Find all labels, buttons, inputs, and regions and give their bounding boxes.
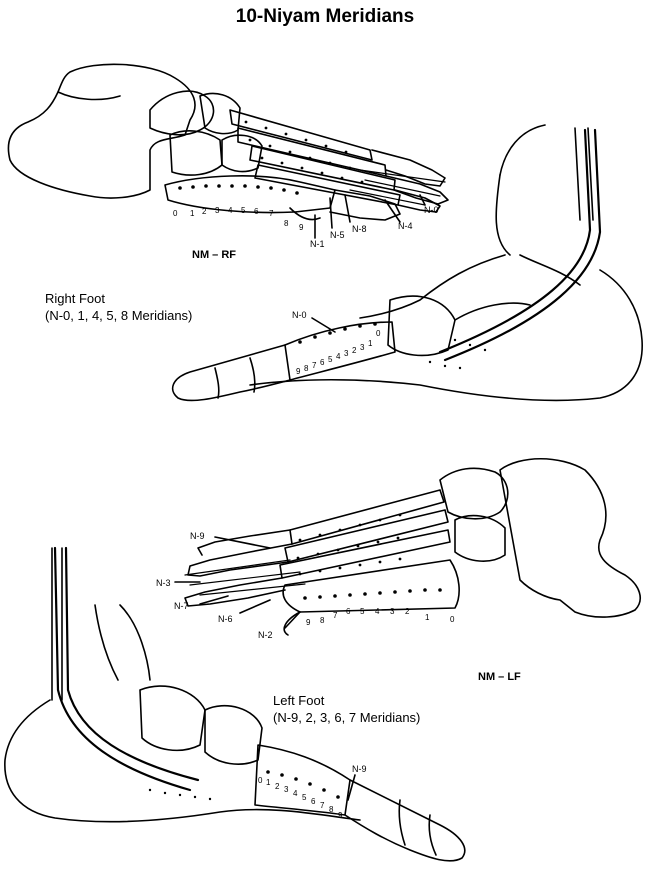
left-foot-caption: Left Foot (N-9, 2, 3, 6, 7 Meridians) [273, 692, 420, 726]
left-foot-caption-title: Left Foot [273, 693, 325, 708]
lf-top-num: 2 [405, 607, 410, 616]
rf-side-num: 7 [312, 361, 317, 370]
lf-side-num: 8 [329, 805, 334, 814]
left-foot-caption-list: (N-9, 2, 3, 6, 7 Meridians) [273, 710, 421, 725]
lf-label-n2: N-2 [258, 630, 273, 640]
rf-side-num: 6 [320, 358, 325, 367]
lf-top-num: 6 [346, 607, 351, 616]
rf-top-num: 2 [202, 207, 207, 216]
rf-side-num: 2 [352, 346, 357, 355]
rf-side-num: 1 [368, 339, 373, 348]
rf-top-num: 1 [190, 209, 195, 218]
lf-side-num: 2 [275, 782, 280, 791]
rf-side-num: 5 [328, 355, 333, 364]
rf-side-num: 3 [344, 349, 349, 358]
lf-top-num: 5 [360, 607, 365, 616]
rf-side-num: 0 [376, 329, 381, 338]
lf-top-num: 3 [390, 607, 395, 616]
rf-label-n8: N-8 [352, 224, 367, 234]
lf-label-n6: N-6 [218, 614, 233, 624]
lf-side-num: 1 [266, 778, 271, 787]
right-foot-side-view [171, 124, 643, 402]
lf-top-num: 7 [333, 611, 338, 620]
lf-side-num: 3 [284, 785, 289, 794]
rf-label-n1: N-1 [310, 239, 325, 249]
left-foot-labels: N-9 N-3 N-7 N-6 N-2 9 8 7 6 5 4 3 2 1 0 … [156, 531, 455, 820]
lf-side-num: 4 [293, 789, 298, 798]
lf-side-num: 9 [338, 811, 343, 820]
rf-top-num: 7 [269, 209, 274, 218]
rf-side-num: 9 [296, 367, 301, 376]
lf-top-num: 9 [306, 618, 311, 627]
lf-side-num: 5 [302, 793, 307, 802]
rf-label-n5: N-5 [330, 230, 345, 240]
right-foot-caption-title: Right Foot [45, 291, 105, 306]
rf-side-label-n0: N-0 [292, 310, 307, 320]
lf-label-n3: N-3 [156, 578, 171, 588]
lf-side-num: 7 [320, 801, 325, 810]
rf-top-num: 9 [299, 223, 304, 232]
rf-top-num: 4 [228, 206, 233, 215]
rf-side-num: 3 [360, 343, 365, 352]
rf-top-num: 6 [254, 207, 259, 216]
rf-label-n4: N-4 [398, 221, 413, 231]
figure-title: 10-Niyam Meridians [235, 6, 415, 27]
lf-label-n9: N-9 [190, 531, 205, 541]
lf-top-num: 0 [450, 615, 455, 624]
right-foot-top-view [7, 63, 449, 239]
rf-top-num: 3 [215, 206, 220, 215]
left-foot-tag: NM – LF [478, 671, 521, 683]
right-foot-caption: Right Foot (N-0, 1, 4, 5, 8 Meridians) [45, 290, 192, 324]
right-foot-caption-list: (N-0, 1, 4, 5, 8 Meridians) [45, 308, 193, 323]
lf-label-n7: N-7 [174, 601, 189, 611]
rf-top-num: 5 [241, 206, 246, 215]
lf-top-num: 1 [425, 613, 430, 622]
rf-top-num: 8 [284, 219, 289, 228]
lf-top-num: 4 [375, 607, 380, 616]
lf-side-label-n9: N-9 [352, 764, 367, 774]
lf-side-num: 0 [258, 776, 263, 785]
rf-side-num: 4 [336, 352, 341, 361]
rf-side-num: 8 [304, 364, 309, 373]
right-foot-tag: NM – RF [192, 249, 236, 261]
rf-label-n0: N-0 [424, 205, 439, 215]
left-foot-top-view [174, 457, 641, 636]
lf-top-num: 8 [320, 616, 325, 625]
right-foot-labels: N-0 N-4 N-8 N-5 N-1 0 1 2 3 4 5 6 7 8 9 … [173, 205, 439, 376]
lf-side-num: 6 [311, 797, 316, 806]
rf-top-num: 0 [173, 209, 178, 218]
left-foot-side-view [4, 546, 466, 862]
